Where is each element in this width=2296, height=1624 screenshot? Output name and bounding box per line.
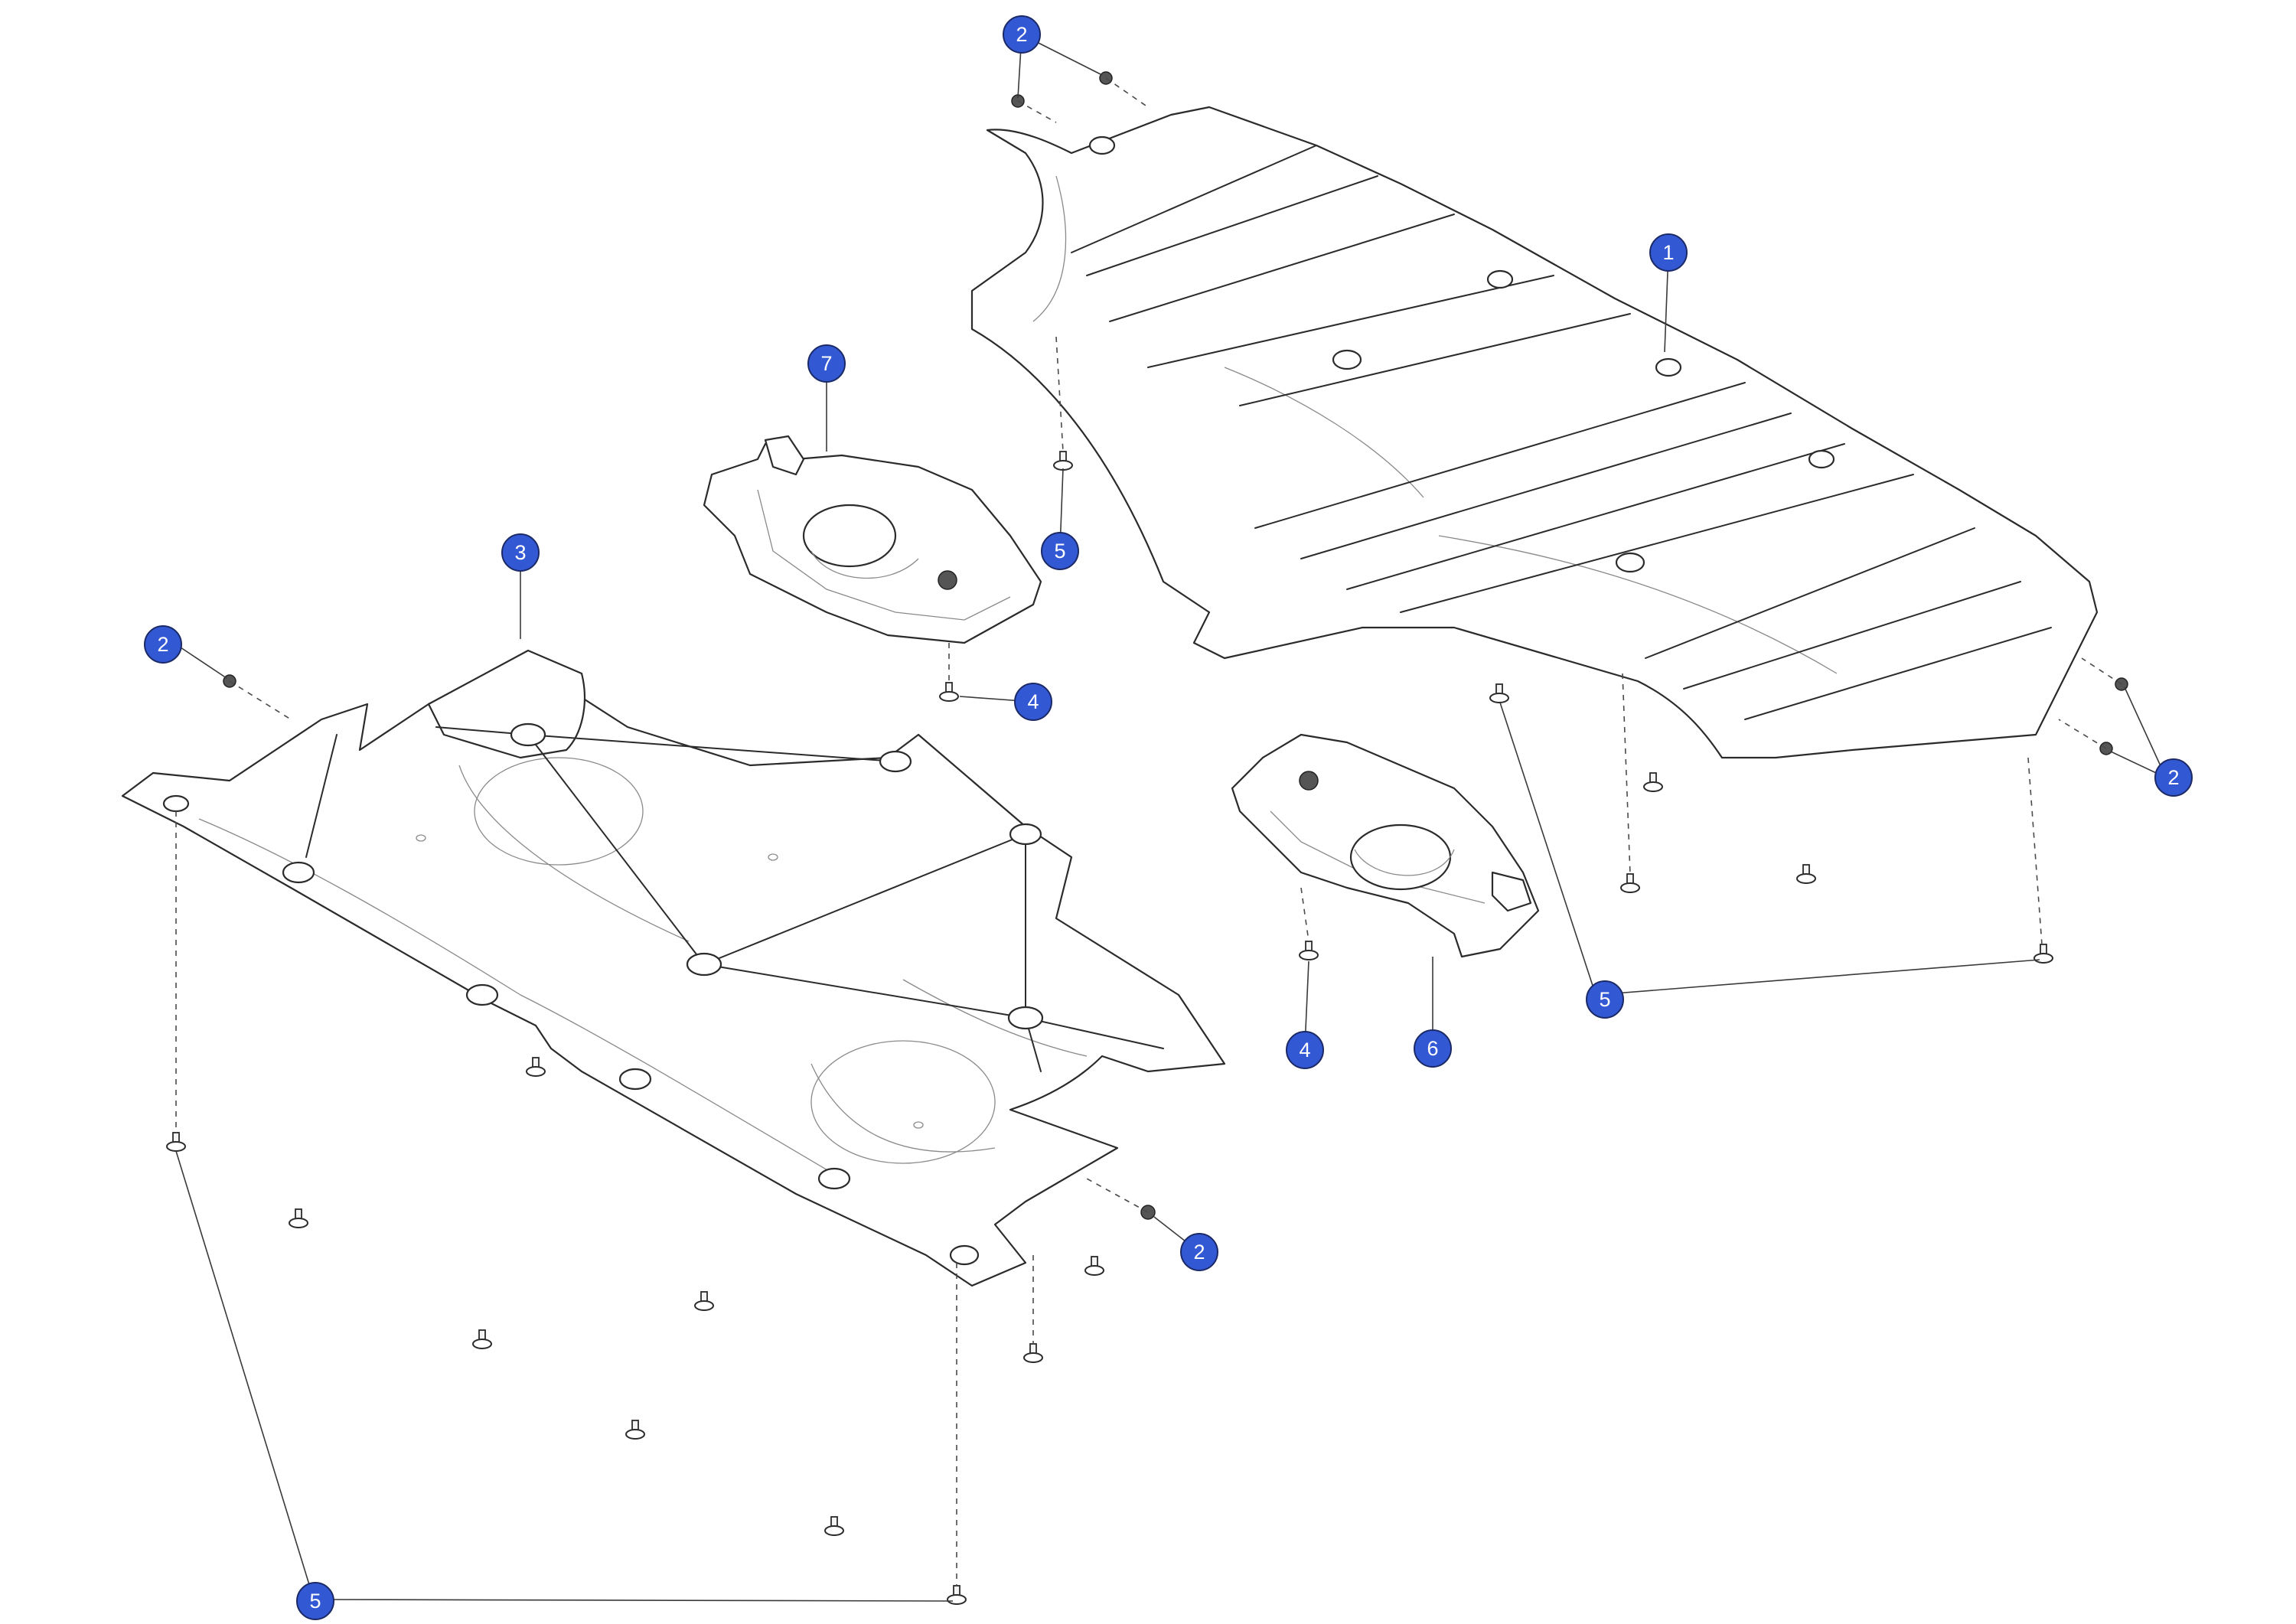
wheel-arch-cover-right [1231, 733, 1540, 958]
callout-5-bottom: 5 [296, 1582, 334, 1620]
underbody-panel-front [121, 649, 1226, 1287]
push-pin [1620, 873, 1640, 893]
callout-2-right: 2 [2154, 758, 2193, 797]
callout-7-label: 7 [820, 352, 832, 375]
push-pin [625, 1420, 645, 1440]
callout-6-label: 6 [1427, 1037, 1438, 1060]
callout-2-left-label: 2 [157, 633, 168, 656]
callout-5-right-label: 5 [1599, 988, 1610, 1011]
callout-6: 6 [1414, 1029, 1452, 1068]
push-pin [472, 1329, 492, 1349]
callout-4-upper: 4 [1014, 683, 1052, 721]
push-pin [2033, 944, 2053, 964]
push-pin [824, 1516, 844, 1536]
callout-1-circle [1649, 233, 1688, 272]
callouts: 1 2 2 2 2 3 4 4 [144, 15, 2193, 1620]
callout-4-upper-label: 4 [1027, 690, 1039, 713]
callout-3-label: 3 [514, 541, 526, 564]
push-pin [694, 1291, 714, 1311]
callout-2-left: 2 [144, 625, 182, 664]
assembly-lines [175, 77, 2122, 1586]
callout-2-bottom-label: 2 [1193, 1241, 1205, 1264]
callout-7: 7 [807, 344, 846, 383]
push-pin [1489, 683, 1509, 703]
push-pin [289, 1208, 308, 1228]
callout-5-bottom-label: 5 [309, 1590, 321, 1613]
push-pin [1053, 451, 1073, 471]
push-pin [1299, 941, 1319, 960]
callout-4-lower-label: 4 [1299, 1039, 1310, 1061]
callout-5-right: 5 [1586, 980, 1624, 1019]
fasteners [166, 71, 2128, 1605]
callout-2-top: 2 [1003, 15, 1041, 54]
callout-2-bottom: 2 [1180, 1233, 1218, 1271]
push-pin [939, 682, 959, 702]
callout-2-right-label: 2 [2167, 766, 2179, 789]
underbody-panel-rear [970, 106, 2099, 759]
callout-1: 1 [1649, 233, 1688, 272]
push-pin [166, 1132, 186, 1152]
callout-5-upper: 5 [1041, 532, 1079, 570]
push-pin [1796, 864, 1816, 884]
push-pin [526, 1057, 546, 1077]
push-pin [1643, 772, 1663, 792]
callout-2-top-label: 2 [1016, 23, 1027, 46]
push-pin [1084, 1256, 1104, 1276]
callout-5-upper-label: 5 [1054, 540, 1065, 563]
callout-3: 3 [501, 533, 540, 572]
callout-1-label: 1 [1662, 241, 1674, 264]
wheel-arch-cover-left [703, 435, 1042, 644]
push-pin [1023, 1343, 1043, 1363]
callout-4-lower: 4 [1286, 1031, 1324, 1069]
